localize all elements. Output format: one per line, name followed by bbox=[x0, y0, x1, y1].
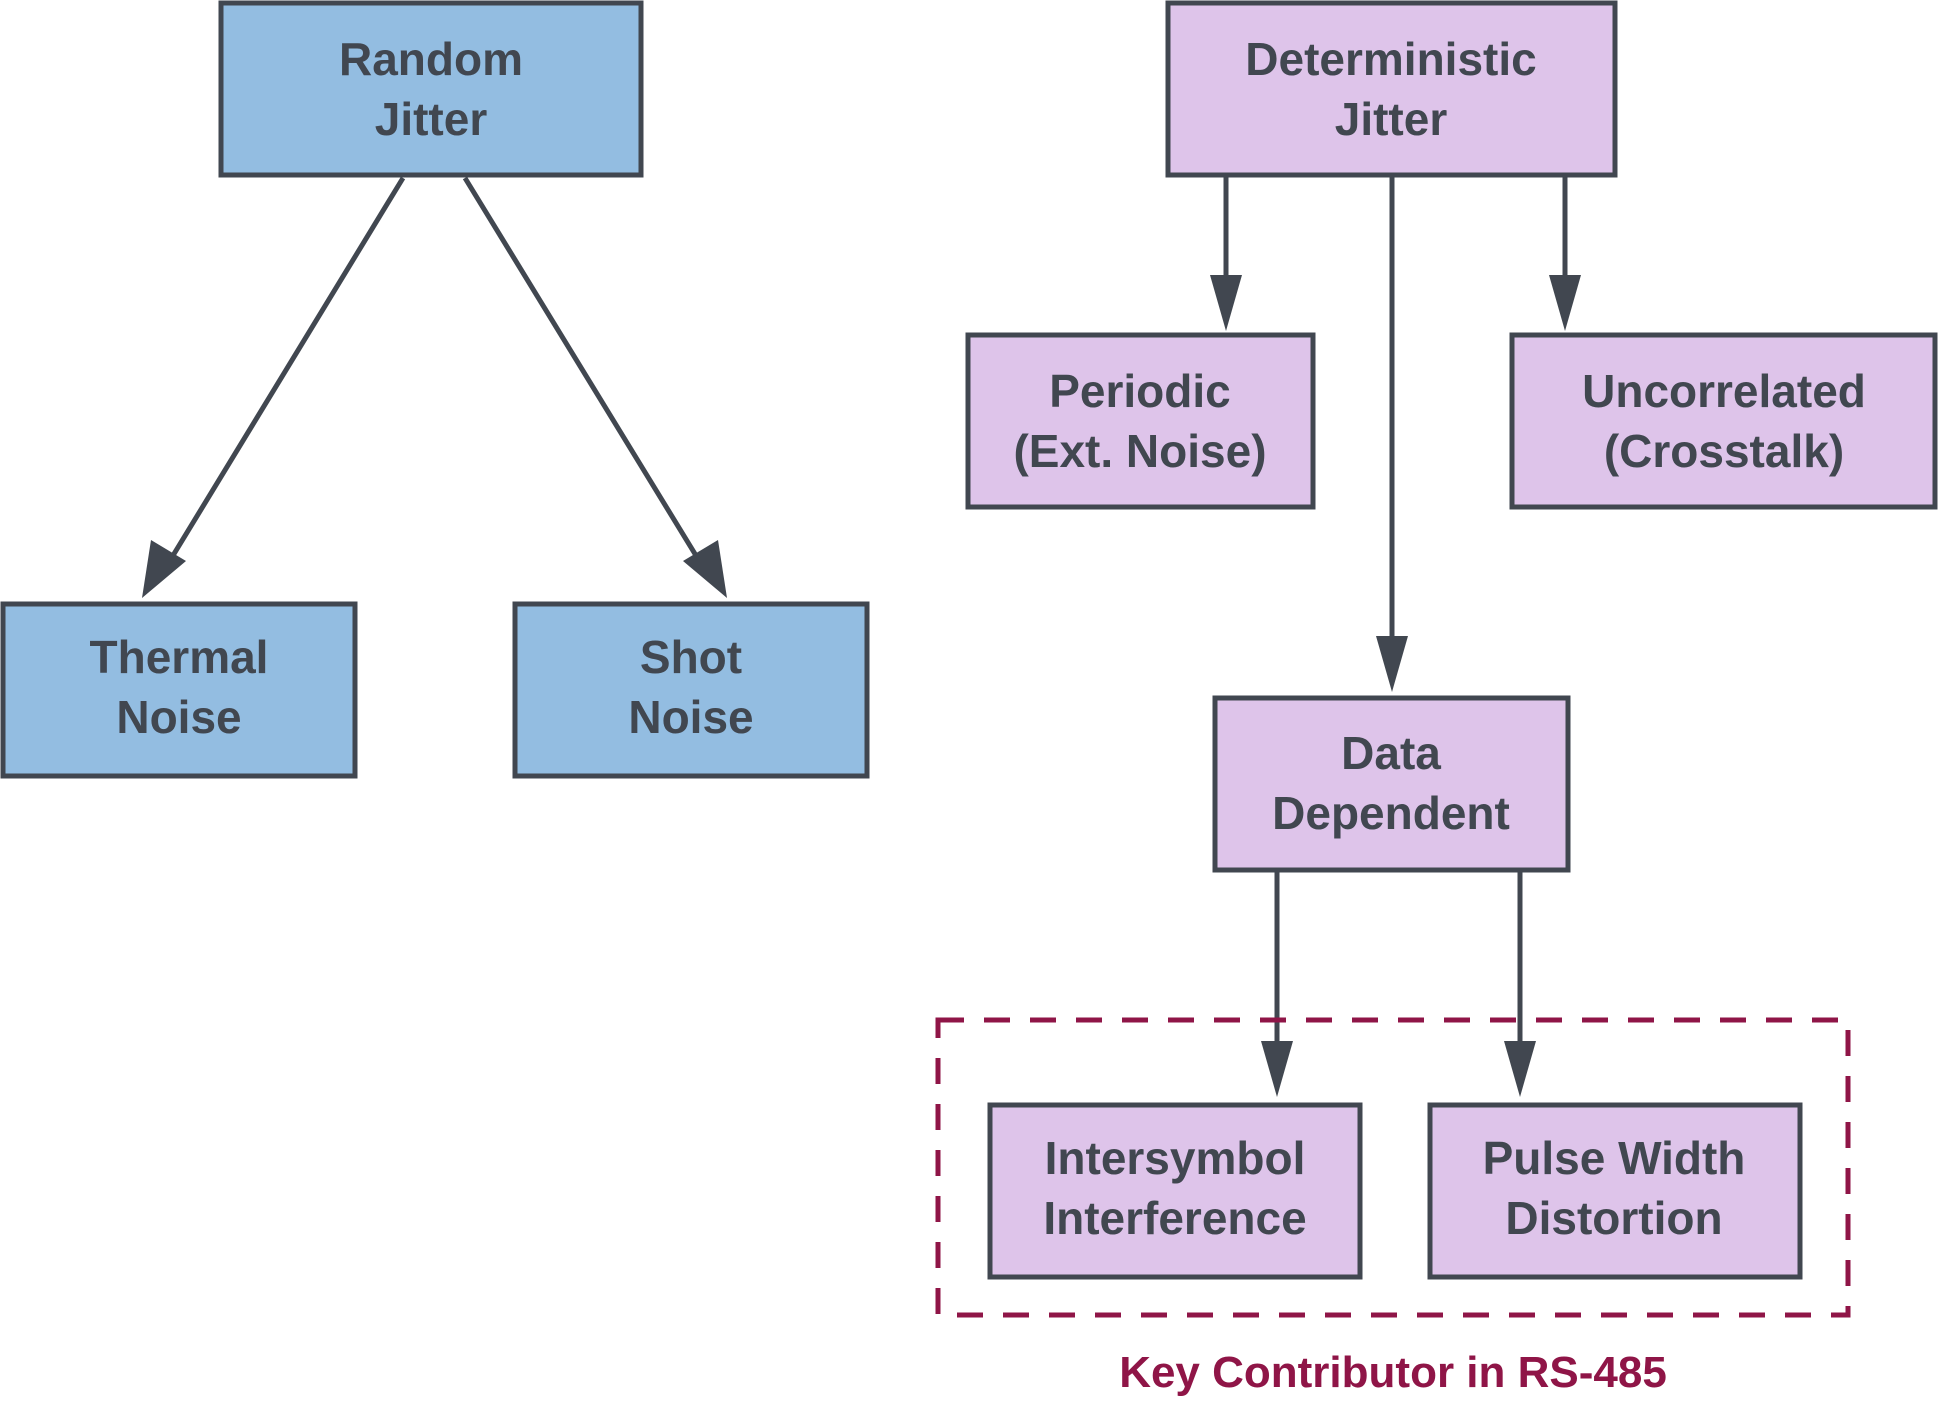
node-data-dependent-line1: Data bbox=[1341, 727, 1441, 779]
arrow-head-uncorrelated bbox=[1549, 275, 1581, 331]
node-periodic-line1: Periodic bbox=[1049, 365, 1231, 417]
node-periodic-line2: (Ext. Noise) bbox=[1013, 425, 1266, 477]
edges bbox=[142, 176, 1581, 1097]
arrow-head-periodic bbox=[1210, 275, 1242, 331]
node-thermal-noise-line2: Noise bbox=[116, 691, 241, 743]
node-thermal-noise-line1: Thermal bbox=[90, 631, 269, 683]
key-contributor-label: Key Contributor in RS-485 bbox=[1119, 1348, 1667, 1397]
node-intersymbol-line2: Interference bbox=[1043, 1192, 1306, 1244]
edge-random-to-shot bbox=[462, 176, 706, 569]
node-data-dependent: Data Dependent bbox=[1212, 695, 1571, 873]
node-thermal-noise: Thermal Noise bbox=[0, 601, 358, 779]
arrow-head-intersymbol bbox=[1261, 1041, 1293, 1097]
node-deterministic-jitter: Deterministic Jitter bbox=[1165, 0, 1618, 178]
node-pulse-width-line2: Distortion bbox=[1505, 1192, 1722, 1244]
node-random-jitter: Random Jitter bbox=[218, 0, 644, 178]
arrow-head-pulse-width bbox=[1504, 1041, 1536, 1097]
node-shot-noise: Shot Noise bbox=[512, 601, 870, 779]
node-deterministic-jitter-line1: Deterministic bbox=[1245, 33, 1536, 85]
node-uncorrelated-line2: (Crosstalk) bbox=[1604, 425, 1844, 477]
node-random-jitter-line2: Jitter bbox=[375, 93, 488, 145]
node-pulse-width-line1: Pulse Width bbox=[1483, 1132, 1746, 1184]
node-shot-noise-line2: Noise bbox=[628, 691, 753, 743]
node-uncorrelated: Uncorrelated (Crosstalk) bbox=[1509, 332, 1938, 510]
arrow-head-shot bbox=[683, 540, 727, 598]
node-periodic: Periodic (Ext. Noise) bbox=[965, 332, 1316, 510]
arrow-head-thermal bbox=[142, 540, 186, 598]
node-uncorrelated-line1: Uncorrelated bbox=[1582, 365, 1866, 417]
edge-random-to-thermal bbox=[163, 176, 406, 569]
node-data-dependent-line2: Dependent bbox=[1272, 787, 1510, 839]
arrow-head-data-dependent bbox=[1376, 636, 1408, 692]
node-pulse-width-distortion: Pulse Width Distortion bbox=[1427, 1102, 1803, 1280]
node-intersymbol-interference: Intersymbol Interference bbox=[987, 1102, 1363, 1280]
node-random-jitter-line1: Random bbox=[339, 33, 523, 85]
node-intersymbol-line1: Intersymbol bbox=[1045, 1132, 1306, 1184]
key-contributor-box bbox=[935, 1017, 1851, 1318]
node-deterministic-jitter-line2: Jitter bbox=[1335, 93, 1448, 145]
node-shot-noise-line1: Shot bbox=[640, 631, 742, 683]
